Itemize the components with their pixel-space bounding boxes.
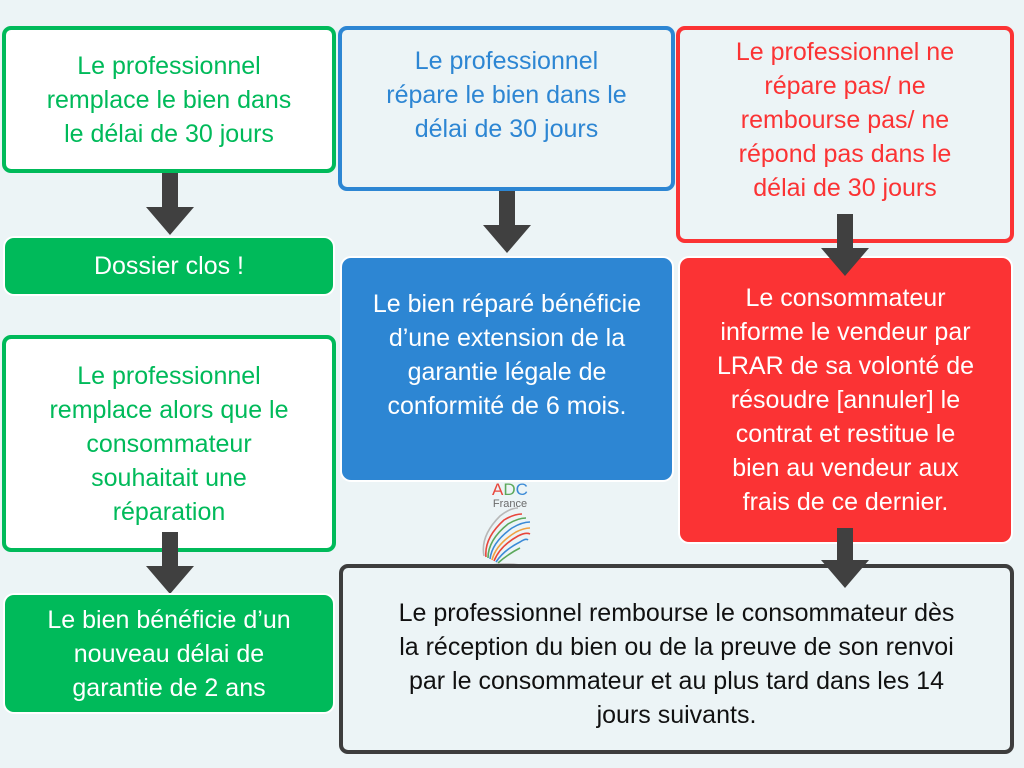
text-line: par le consommateur et au plus tard dans… (408, 667, 944, 695)
text-line: bien au vendeur aux (732, 454, 959, 482)
down-arrow-icon (146, 532, 194, 594)
replace-instead-of-repair-box: Le professionnel remplace alors que le c… (2, 335, 336, 552)
text-line: informe le vendeur par (720, 318, 971, 346)
text-line: Le professionnel (77, 51, 261, 80)
text-line: garantie de 2 ans (72, 673, 266, 702)
text-line: délai de 30 jours (414, 114, 599, 143)
text-line: rembourse pas/ ne (740, 105, 950, 134)
text-line: garantie légale de (407, 358, 607, 386)
ribbon-icon (482, 507, 531, 567)
text-line: résoudre [annuler] le (730, 386, 961, 414)
text-line: nouveau délai de (73, 639, 265, 668)
text-line: remplace alors que le (49, 395, 289, 424)
text-line: frais de ce dernier. (742, 488, 949, 516)
logo-subtitle: France (492, 498, 528, 510)
contract-termination-box: Le consommateur informe le vendeur par L… (680, 258, 1011, 542)
logo-title: ADC (492, 480, 528, 499)
down-arrow-icon (821, 214, 869, 276)
text-line: Le bien bénéficie d’un (47, 605, 291, 634)
text-line: jours suivants. (596, 701, 757, 729)
text-line: Dossier clos ! (93, 252, 245, 280)
6-month-extension-box: Le bien réparé bénéficie d’une extension… (342, 258, 672, 480)
text-line: la réception du bien ou de la preuve de … (399, 633, 954, 661)
down-arrow-icon (146, 173, 194, 235)
text-line: Le professionnel (414, 46, 599, 75)
text-line: Le consommateur (745, 284, 946, 312)
text-line: Le professionnel ne (735, 37, 955, 66)
text-line: le délai de 30 jours (64, 119, 274, 148)
text-line: Le professionnel rembourse le consommate… (398, 599, 955, 627)
down-arrow-icon (821, 528, 869, 590)
text-line: consommateur (86, 429, 252, 458)
text-line: répare pas/ ne (764, 71, 926, 100)
down-arrow-icon (483, 191, 531, 253)
text-line: réparation (112, 497, 226, 526)
text-line: LRAR de sa volonté de (716, 352, 975, 380)
no-repair-no-refund-box: Le professionnel ne répare pas/ ne rembo… (676, 26, 1014, 243)
text-line: répond pas dans le (738, 139, 952, 168)
text-line: Le bien réparé bénéficie (372, 290, 642, 318)
adc-france-logo: ADC France (470, 478, 550, 568)
text-line: remplace le bien dans (46, 85, 292, 114)
case-closed-box: Dossier clos ! (5, 238, 333, 294)
refund-within-14-days-box: Le professionnel rembourse le consommate… (339, 564, 1014, 754)
text-line: Le professionnel (77, 361, 261, 390)
text-line: conformité de 6 mois. (387, 392, 627, 420)
replace-within-30-days-box: Le professionnel remplace le bien dans l… (2, 26, 336, 173)
text-line: souhaitait une (91, 463, 247, 492)
text-line: répare le bien dans le (386, 80, 627, 109)
text-line: contrat et restitue le (735, 420, 956, 448)
text-line: d’une extension de la (388, 324, 626, 352)
repair-within-30-days-box: Le professionnel répare le bien dans le … (338, 26, 675, 191)
new-2-year-warranty-box: Le bien bénéficie d’un nouveau délai de … (5, 595, 333, 712)
text-line: délai de 30 jours (753, 173, 937, 202)
